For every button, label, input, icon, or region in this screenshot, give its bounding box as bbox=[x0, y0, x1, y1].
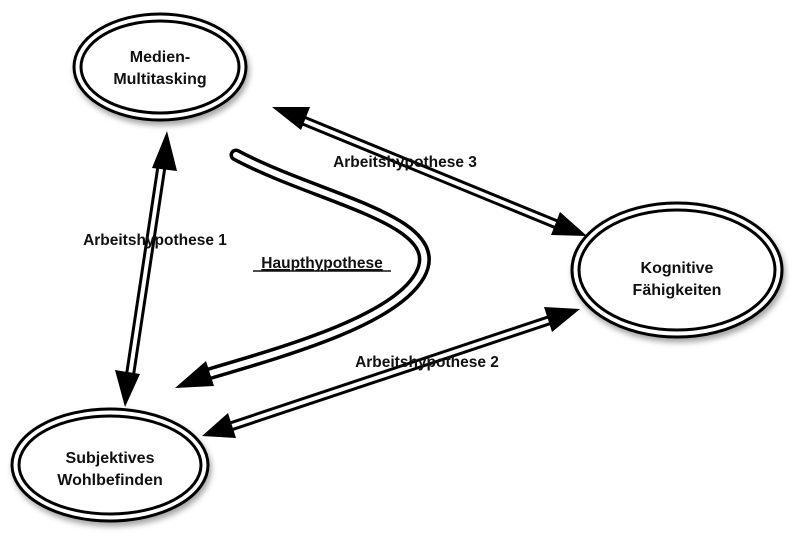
label-hypothese-1: Arbeitshypothese 1 bbox=[83, 232, 227, 249]
arrow-hypothese-2 bbox=[202, 307, 580, 438]
node-kognitive-line2: Fähigkeiten bbox=[633, 282, 722, 299]
label-haupthypothese: Haupthypothese bbox=[261, 255, 383, 272]
node-medien-multitasking: Medien- Multitasking bbox=[72, 12, 248, 122]
arrow-haupthypothese bbox=[175, 148, 431, 388]
arrow-hypothese-1 bbox=[115, 131, 177, 407]
node-kognitive-faehigkeiten: Kognitive Fähigkeiten bbox=[570, 201, 784, 339]
label-hypothese-2: Arbeitshypothese 2 bbox=[355, 354, 499, 371]
node-kognitive-line1: Kognitive bbox=[641, 260, 714, 277]
label-hypothese-3: Arbeitshypothese 3 bbox=[333, 154, 477, 171]
node-medien-line2: Multitasking bbox=[113, 71, 206, 88]
node-subjektives-line2: Wohlbefinden bbox=[57, 472, 162, 489]
node-subjektives-line1: Subjektives bbox=[66, 450, 155, 467]
node-subjektives-wohlbefinden: Subjektives Wohlbefinden bbox=[10, 407, 210, 523]
arrow-hypothese-3 bbox=[272, 107, 587, 236]
node-medien-line1: Medien- bbox=[130, 49, 190, 66]
